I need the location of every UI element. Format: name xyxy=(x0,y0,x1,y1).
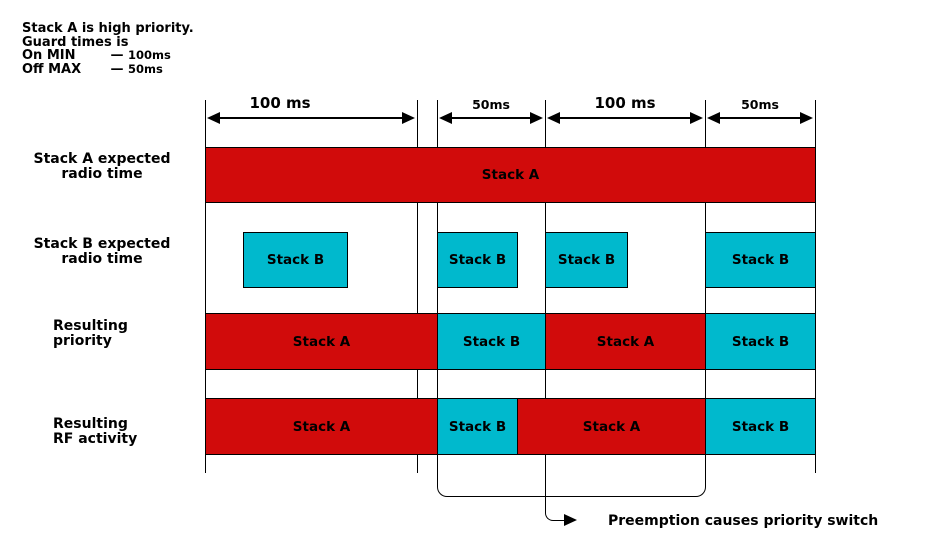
arrowhead-left-icon xyxy=(547,112,560,124)
priority-block-4: Stack B xyxy=(705,313,816,370)
measure-arrow-2 xyxy=(451,117,531,119)
arrowhead-left-icon xyxy=(207,112,220,124)
priority-block-1: Stack A xyxy=(205,313,438,370)
info-line-priority: Stack A is high priority. xyxy=(22,21,194,36)
row-label-line: RF activity xyxy=(53,431,138,447)
measure-arrow-1 xyxy=(218,117,404,119)
measure-label-50ms-1: 50ms xyxy=(472,97,510,112)
row-label-line: Resulting xyxy=(53,318,128,334)
rf-block-3: Stack A xyxy=(517,398,706,455)
stack-a-expected-bar: Stack A xyxy=(205,147,816,203)
guard-off-max-value: 50ms xyxy=(128,61,163,76)
stack-b-expected-block-2: Stack B xyxy=(437,232,518,288)
info-line-guard: Guard times is xyxy=(22,34,129,50)
rf-block-4: Stack B xyxy=(705,398,816,455)
measure-label-100ms-1: 100 ms xyxy=(249,94,311,112)
measure-label-100ms-2: 100 ms xyxy=(594,94,656,112)
rf-block-2: Stack B xyxy=(437,398,518,455)
arrowhead-right-icon xyxy=(530,112,543,124)
row-label-resulting-priority: Resulting priority xyxy=(53,319,128,349)
row-label-line: Stack B expected xyxy=(33,236,171,252)
guard-off-max: Off MAX — 50ms xyxy=(22,61,194,77)
row-label-stack-a-expected: Stack A expected radio time xyxy=(8,152,196,182)
row-label-line: Stack A expected xyxy=(33,151,171,167)
guide-line-2 xyxy=(417,100,418,473)
arrowhead-right-icon xyxy=(564,514,577,526)
preemption-bracket xyxy=(437,473,706,497)
guard-on-min-dash: — xyxy=(110,48,124,63)
row-label-line: radio time xyxy=(61,166,143,182)
arrowhead-right-icon xyxy=(800,112,813,124)
measure-label-50ms-2: 50ms xyxy=(741,97,779,112)
row-label-line: priority xyxy=(53,333,112,349)
stack-b-expected-block-4: Stack B xyxy=(705,232,816,288)
measure-arrow-3 xyxy=(559,117,691,119)
guard-on-min-label: On MIN xyxy=(22,48,76,63)
guard-off-max-dash: — xyxy=(110,61,124,77)
arrowhead-left-icon xyxy=(707,112,720,124)
row-label-stack-b-expected: Stack B expected radio time xyxy=(8,237,196,267)
arrowhead-left-icon xyxy=(439,112,452,124)
guard-off-max-label: Off MAX xyxy=(22,61,82,77)
arrowhead-right-icon xyxy=(690,112,703,124)
row-label-line: Resulting xyxy=(53,416,128,432)
guard-on-min-value: 100ms xyxy=(128,48,171,62)
priority-block-3: Stack A xyxy=(545,313,706,370)
preemption-annotation: Preemption causes priority switch xyxy=(608,513,879,529)
guard-on-min: On MIN — 100ms xyxy=(22,48,194,63)
priority-block-2: Stack B xyxy=(437,313,546,370)
stack-b-expected-block-1: Stack B xyxy=(243,232,348,288)
arrowhead-right-icon xyxy=(402,112,415,124)
rf-block-1: Stack A xyxy=(205,398,438,455)
preemption-arrow-elbow xyxy=(545,473,565,521)
stack-b-expected-block-3: Stack B xyxy=(545,232,628,288)
guide-line-1 xyxy=(205,100,206,473)
info-block: Stack A is high priority. Guard times is… xyxy=(22,22,194,76)
measure-arrow-4 xyxy=(719,117,801,119)
row-label-resulting-rf: Resulting RF activity xyxy=(53,417,137,447)
row-label-line: radio time xyxy=(61,251,143,267)
